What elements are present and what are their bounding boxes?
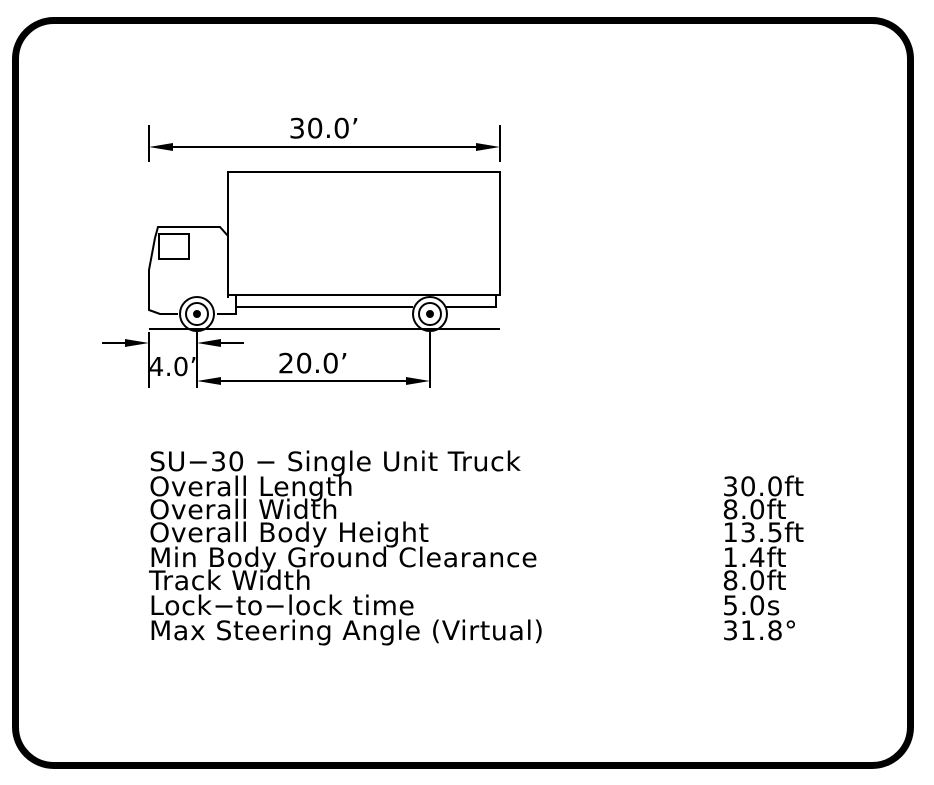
spec-label: Lock−to−lock time bbox=[149, 591, 416, 622]
spec-label: Overall Width bbox=[149, 495, 340, 526]
spec-label: Track Width bbox=[149, 566, 313, 597]
spec-value: 1.4ft bbox=[722, 543, 788, 574]
arrow-left bbox=[149, 143, 173, 151]
spec-value: 8.0ft bbox=[722, 566, 788, 597]
chassis bbox=[228, 294, 497, 308]
cab-window bbox=[158, 233, 190, 260]
spec-label: Overall Length bbox=[149, 472, 355, 503]
front-overhang-dimension bbox=[102, 332, 244, 388]
spec-value: 13.5ft bbox=[722, 518, 805, 549]
overall-length-dimension: 30.0’ bbox=[148, 112, 501, 162]
arrow-right bbox=[476, 143, 500, 151]
drawing-frame bbox=[12, 17, 914, 769]
spec-label: Overall Body Height bbox=[149, 518, 430, 549]
wheelbase-dimension bbox=[197, 332, 431, 388]
spec-label: Min Body Ground Clearance bbox=[149, 543, 539, 574]
wheelbase-label: 20.0’ bbox=[277, 347, 348, 380]
spec-value: 8.0ft bbox=[722, 495, 788, 526]
rear-wheel bbox=[412, 296, 448, 332]
front-wheel bbox=[179, 296, 215, 332]
spec-value: 31.8° bbox=[722, 616, 799, 647]
truck-body bbox=[148, 171, 501, 330]
spec-value: 30.0ft bbox=[722, 472, 805, 503]
front-overhang-label: 4.0’ bbox=[148, 353, 198, 383]
cab bbox=[148, 226, 237, 315]
spec-value: 5.0s bbox=[722, 591, 782, 622]
vehicle-title: SU−30 − Single Unit Truck bbox=[149, 447, 522, 478]
overall-length-label: 30.0’ bbox=[288, 112, 359, 145]
cargo-box bbox=[227, 171, 501, 296]
spec-label: Max Steering Angle (Virtual) bbox=[149, 616, 545, 647]
